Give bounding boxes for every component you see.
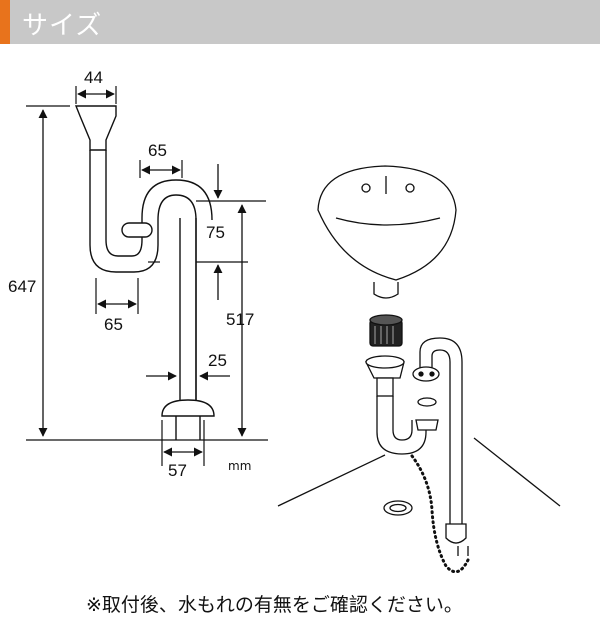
dim-label-drop-517: 517 xyxy=(226,310,254,329)
chain-icon xyxy=(410,454,470,574)
trap-outline-drawing xyxy=(74,105,215,440)
dim-unit-label: mm xyxy=(228,459,251,473)
gasket-icon xyxy=(383,500,413,516)
threaded-nut-icon xyxy=(369,314,403,347)
section-title: サイズ xyxy=(22,11,103,41)
floor-line-left xyxy=(277,454,386,507)
dim-label-trap-lower-width: 65 xyxy=(104,315,123,334)
installation-illustration xyxy=(277,165,561,556)
section-header: サイズ xyxy=(0,0,600,44)
dim-label-drop-75: 75 xyxy=(206,223,225,242)
installation-note: ※取付後、水もれの有無をご確認ください。 xyxy=(86,594,463,616)
dim-label-total-height: 647 xyxy=(8,277,36,296)
reference-lines xyxy=(26,86,268,466)
floor-line-right xyxy=(473,437,561,507)
dim-label-trap-upper-width: 65 xyxy=(148,141,167,160)
drain-connector-icon xyxy=(364,355,405,397)
dim-label-base-width: 57 xyxy=(168,461,187,480)
header-accent-bar xyxy=(0,0,10,44)
basin-icon xyxy=(317,165,457,299)
dim-label-top-width: 44 xyxy=(84,68,103,87)
dimension-arrows xyxy=(38,89,247,457)
s-trap-icon xyxy=(376,337,469,556)
dim-label-pipe-diameter: 25 xyxy=(208,351,227,370)
dimension-diagram: 44 647 65 65 75 517 25 57 mm xyxy=(8,68,561,574)
